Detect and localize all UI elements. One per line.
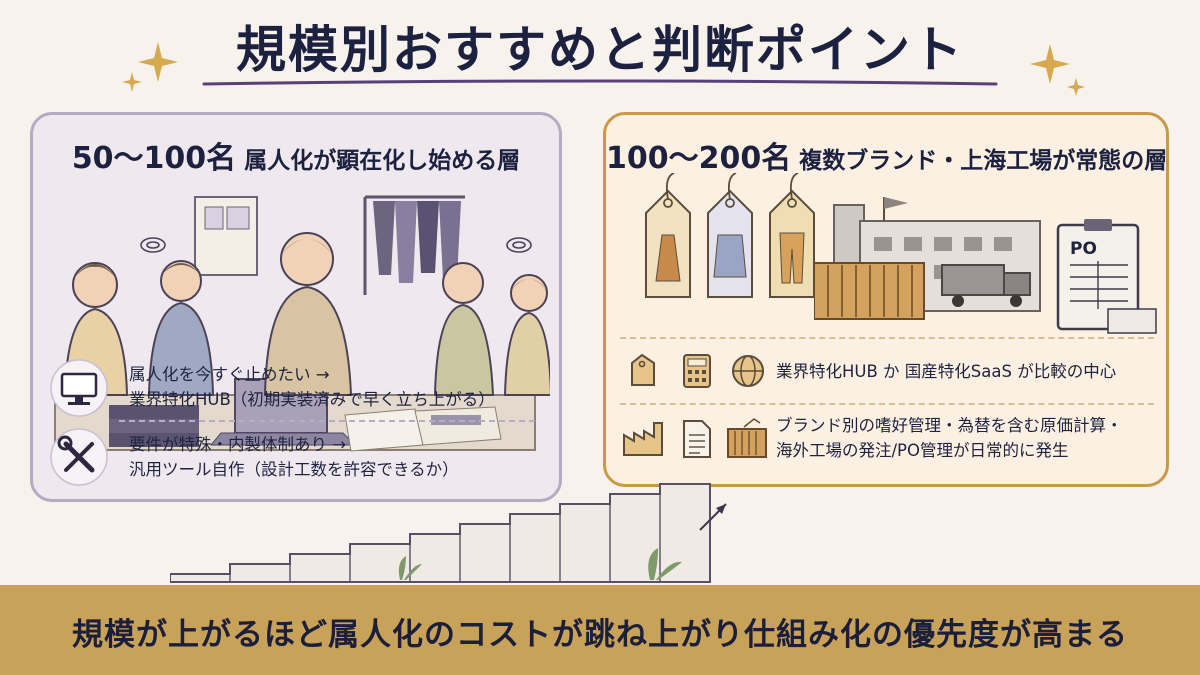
po-label: PO — [1070, 239, 1097, 259]
wrench-screwdriver-icon — [50, 428, 108, 486]
factory-icon — [623, 422, 663, 456]
row-line: 海外工場の発注/PO管理が日常的に発生 — [776, 441, 1069, 460]
sparkle-icon — [122, 42, 178, 92]
row-divider — [620, 337, 1154, 339]
footer-text: 規模が上がるほど属人化のコストが跳ね上がり仕組み化の優先度が高まる — [72, 617, 1128, 653]
globe-icon — [732, 355, 764, 387]
brand-tags-icon — [645, 173, 815, 298]
page-title: 規模別おすすめと判断ポイント — [236, 21, 964, 79]
row-text-2: ブランド別の嗜好管理・為替を含む原価計算・ 海外工場の発注/PO管理が日常的に発… — [776, 413, 1123, 463]
panel-heading: 50〜100名属人化が顕在化し始める層 — [33, 133, 559, 177]
price-tag-icon — [631, 353, 655, 386]
row-text-1: 業界特化HUB か 国産特化SaaS が比較の中心 — [776, 359, 1116, 384]
calculator-icon — [683, 354, 711, 388]
staircase-illustration — [170, 483, 727, 583]
panel-range: 100〜200名 — [606, 141, 792, 176]
panel-description: 複数ブランド・上海工場が常態の層 — [799, 148, 1168, 174]
row-text-2: 要件が特殊・内製体制あり → 汎用ツール自作（設計工数を許容できるか） — [129, 432, 459, 482]
truck-icon — [941, 264, 1031, 307]
monitor-icon — [50, 359, 108, 417]
panel-100-200: 100〜200名複数ブランド・上海工場が常態の層 — [603, 112, 1169, 487]
row-line: ブランド別の嗜好管理・為替を含む原価計算・ — [776, 416, 1123, 435]
panel-range: 50〜100名 — [71, 141, 237, 176]
row-line: 業界特化HUB か 国産特化SaaS が比較の中心 — [776, 362, 1117, 381]
office-team-meeting-icon — [54, 195, 550, 452]
title-underline — [202, 79, 998, 86]
panel-heading: 100〜200名複数ブランド・上海工場が常態の層 — [606, 133, 1166, 177]
row-line: 要件が特殊・内製体制あり → — [129, 435, 347, 454]
document-icon — [683, 420, 711, 458]
panel-description: 属人化が顕在化し始める層 — [244, 148, 521, 174]
row-divider — [620, 403, 1154, 405]
row-line: 属人化を今すぐ止めたい → — [129, 365, 330, 384]
shipping-container-icon — [727, 418, 767, 458]
footer-banner: 規模が上がるほど属人化のコストが跳ね上がり仕組み化の優先度が高まる — [0, 585, 1200, 675]
panel-50-100: 50〜100名属人化が顕在化し始める層 — [30, 112, 562, 502]
sparkle-icon — [1030, 44, 1085, 96]
row-line: 汎用ツール自作（設計工数を許容できるか） — [129, 460, 459, 479]
purchase-order-clipboard-icon — [1056, 219, 1157, 334]
row-line: 業界特化HUB（初期実装済みで早く立ち上がる） — [129, 390, 495, 409]
row-divider — [119, 420, 535, 422]
row-text-1: 属人化を今すぐ止めたい → 業界特化HUB（初期実装済みで早く立ち上がる） — [129, 362, 495, 412]
